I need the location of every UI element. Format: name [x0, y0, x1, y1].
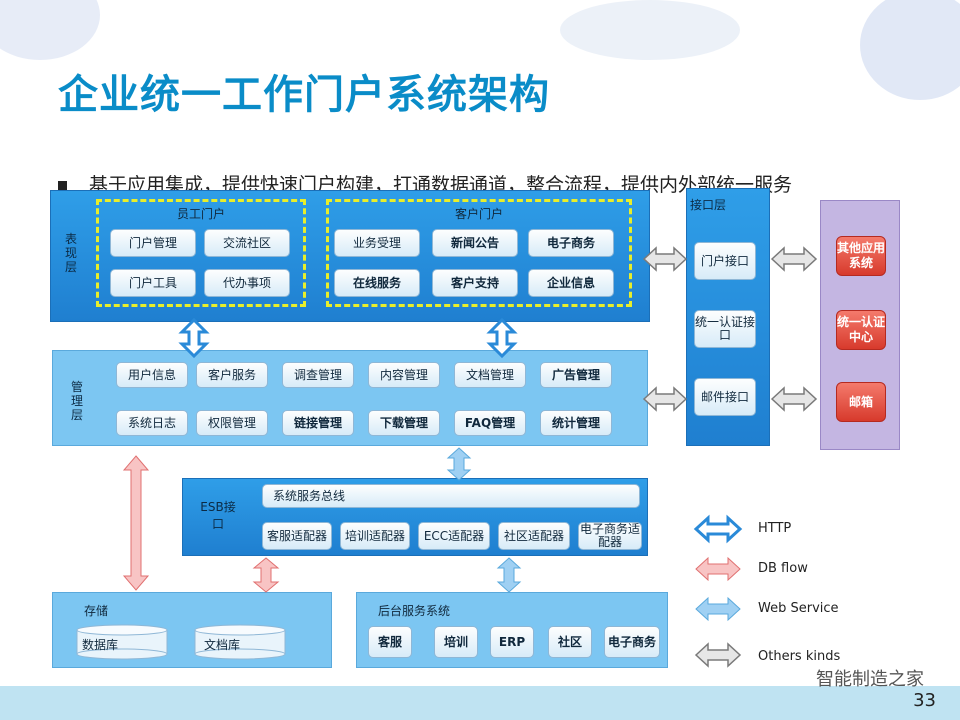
footer-bar — [0, 686, 960, 720]
others-arrow — [770, 246, 818, 272]
management-button[interactable]: 权限管理 — [196, 410, 268, 436]
backend-button[interactable]: 社区 — [548, 626, 592, 658]
management-button[interactable]: 链接管理 — [282, 410, 354, 436]
legend-db-flow-icon — [695, 556, 741, 582]
employee-portal-group — [96, 199, 306, 307]
management-button[interactable]: 统计管理 — [540, 410, 612, 436]
interface-button[interactable]: 邮件接口 — [694, 378, 756, 416]
adapter-button[interactable]: 电子商务适配器 — [578, 522, 642, 550]
adapter-button[interactable]: 客服适配器 — [262, 522, 332, 550]
legend-others-icon — [694, 642, 742, 668]
management-button[interactable]: 内容管理 — [368, 362, 440, 388]
portal-button[interactable]: 交流社区 — [204, 229, 290, 257]
legend-web-service-icon — [695, 596, 741, 622]
adapter-button[interactable]: ECC适配器 — [418, 522, 490, 550]
management-layer-label: 管理层 — [70, 380, 83, 422]
interface-layer-label: 接口层 — [690, 198, 727, 212]
document-store-label[interactable]: 文档库 — [204, 638, 241, 652]
management-button[interactable]: 调查管理 — [282, 362, 354, 388]
backend-label: 后台服务系统 — [378, 604, 451, 618]
portal-button[interactable]: 业务受理 — [334, 229, 420, 257]
portal-button[interactable]: 代办事项 — [204, 269, 290, 297]
watermark: 智能制造之家 — [816, 669, 924, 690]
web-service-arrow — [496, 557, 522, 593]
others-arrow — [642, 246, 688, 272]
management-button[interactable]: 文档管理 — [454, 362, 526, 388]
backend-button[interactable]: 电子商务 — [604, 626, 660, 658]
decorative-flower — [560, 0, 740, 60]
external-system-button[interactable]: 统一认证中心 — [836, 310, 886, 350]
management-button[interactable]: 用户信息 — [116, 362, 188, 388]
legend-web-service-label: Web Service — [758, 601, 839, 616]
portal-button[interactable]: 客户支持 — [432, 269, 518, 297]
page-title: 企业统一工作门户系统架构 — [58, 72, 550, 118]
esb-layer-label: ESB接口 — [200, 500, 236, 531]
legend-http-label: HTTP — [758, 521, 792, 536]
document-store-icon — [194, 624, 286, 660]
service-bus[interactable]: 系统服务总线 — [262, 484, 640, 508]
legend-db-flow-label: DB flow — [758, 561, 808, 576]
portal-button[interactable]: 门户管理 — [110, 229, 196, 257]
backend-button[interactable]: ERP — [490, 626, 534, 658]
web-service-arrow — [446, 447, 472, 481]
management-button[interactable]: 广告管理 — [540, 362, 612, 388]
customer-portal-group — [326, 199, 632, 307]
management-button[interactable]: 系统日志 — [116, 410, 188, 436]
management-button[interactable]: 下载管理 — [368, 410, 440, 436]
presentation-layer-label: 表现层 — [64, 232, 77, 274]
backend-button[interactable]: 培训 — [434, 626, 478, 658]
http-arrow — [486, 317, 518, 359]
others-arrow — [642, 386, 688, 412]
database-icon — [76, 624, 168, 660]
legend-others-label: Others kinds — [758, 649, 841, 664]
external-system-button[interactable]: 邮箱 — [836, 382, 886, 422]
db-flow-arrow — [122, 455, 150, 591]
decorative-flower — [0, 0, 100, 60]
portal-button[interactable]: 新闻公告 — [432, 229, 518, 257]
management-button[interactable]: 客户服务 — [196, 362, 268, 388]
external-system-button[interactable]: 其他应用系统 — [836, 236, 886, 276]
customer-portal-label: 客户门户 — [454, 207, 503, 221]
page-number: 33 — [913, 690, 936, 711]
interface-button[interactable]: 门户接口 — [694, 242, 756, 280]
portal-button[interactable]: 企业信息 — [528, 269, 614, 297]
portal-button[interactable]: 门户工具 — [110, 269, 196, 297]
http-arrow — [178, 317, 210, 359]
portal-button[interactable]: 在线服务 — [334, 269, 420, 297]
others-arrow — [770, 386, 818, 412]
db-flow-arrow — [252, 557, 280, 593]
portal-button[interactable]: 电子商务 — [528, 229, 614, 257]
legend-http-icon — [693, 514, 743, 544]
adapter-button[interactable]: 社区适配器 — [498, 522, 570, 550]
employee-portal-label: 员工门户 — [176, 207, 225, 221]
decorative-flower — [860, 0, 960, 100]
adapter-button[interactable]: 培训适配器 — [340, 522, 410, 550]
backend-button[interactable]: 客服 — [368, 626, 412, 658]
management-button[interactable]: FAQ管理 — [454, 410, 526, 436]
interface-button[interactable]: 统一认证接口 — [694, 310, 756, 348]
database-label[interactable]: 数据库 — [82, 638, 119, 652]
storage-label: 存储 — [84, 604, 109, 618]
